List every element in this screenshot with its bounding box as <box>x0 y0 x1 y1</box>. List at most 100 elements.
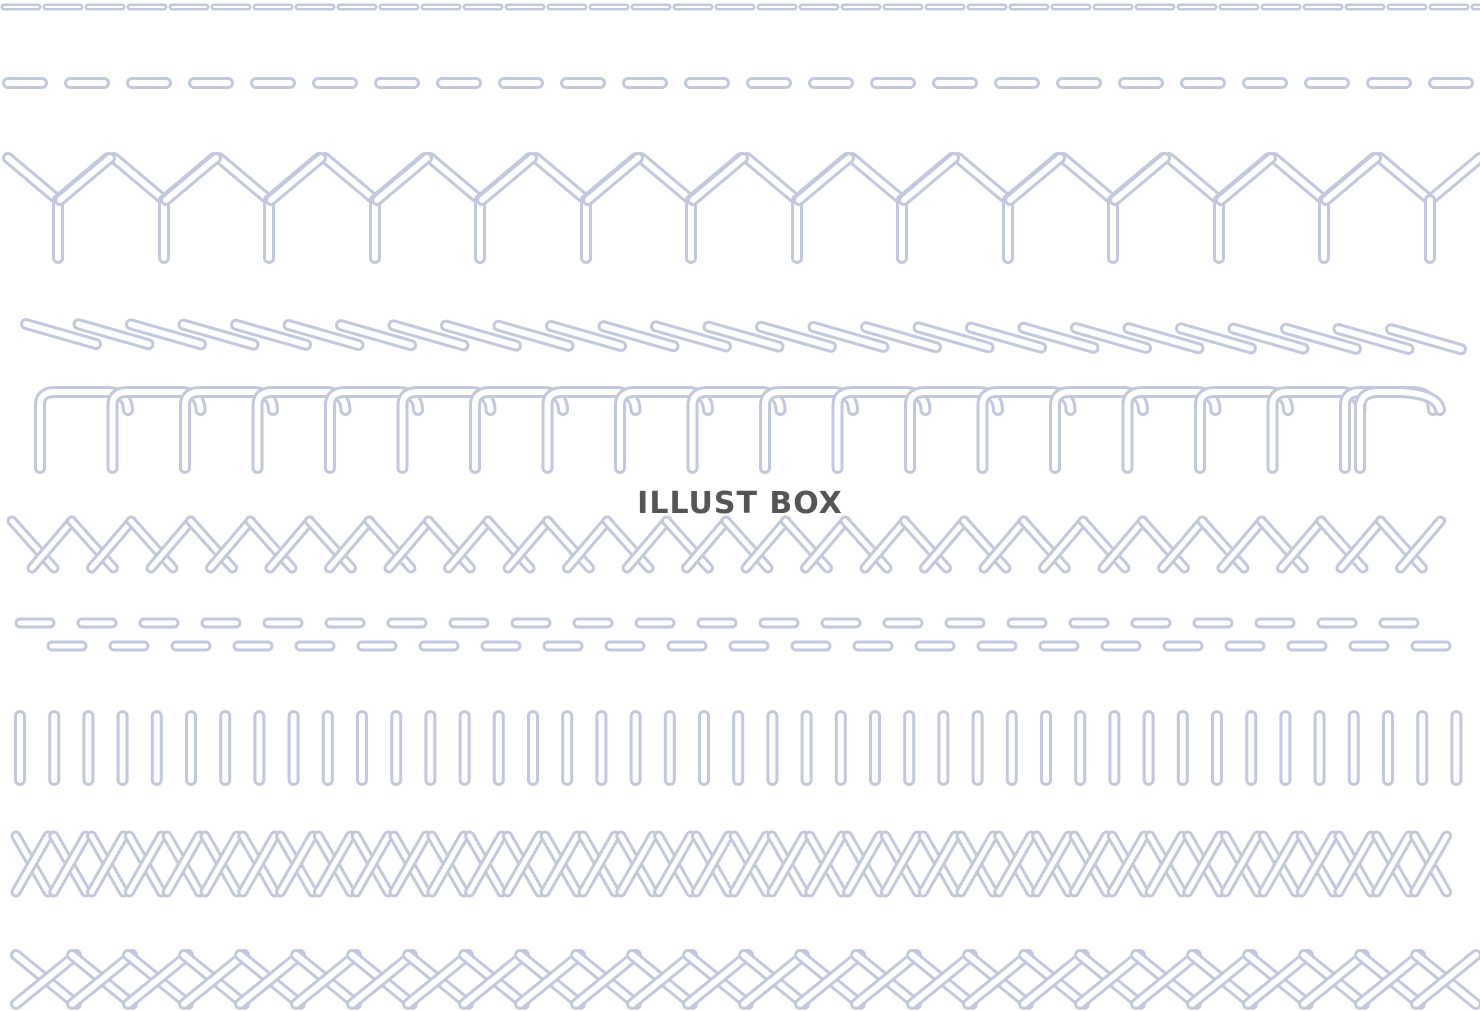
stitch-fill <box>443 322 519 349</box>
stitch-fill <box>902 518 949 571</box>
stitch-fill <box>128 518 176 571</box>
stitch-fill <box>1100 518 1146 571</box>
stitch-fill <box>307 518 354 571</box>
stitch-fill <box>1185 833 1223 895</box>
stitch-fill <box>1034 833 1072 895</box>
stitch-fill <box>202 833 240 895</box>
stitch-fill <box>1178 325 1254 352</box>
stitch-fill <box>1223 833 1261 895</box>
stitch-fill <box>237 952 303 1007</box>
stitch-fill <box>353 833 391 895</box>
stitch-fill <box>807 833 845 895</box>
stitch-fill <box>13 833 51 895</box>
stitch-fill <box>1007 155 1063 203</box>
stitch-fill <box>163 155 219 203</box>
stitch-fill <box>461 952 527 1007</box>
stitch-fill <box>278 833 316 895</box>
stitch-row-stem-stitch <box>20 318 1467 356</box>
stitch-fill <box>548 323 624 349</box>
stitch-fill <box>1378 518 1425 571</box>
stitch-fill <box>57 155 113 203</box>
stitch-fill <box>1259 518 1306 571</box>
stitch-fill <box>9 518 57 571</box>
stitch-fill <box>467 833 505 895</box>
stitch-fill <box>1338 518 1384 571</box>
stitch-fill <box>426 518 473 571</box>
stitch-fill <box>208 518 253 571</box>
stitch-fill <box>1124 389 1219 471</box>
stitch-fill <box>391 833 429 895</box>
stitch-fill <box>769 833 807 895</box>
stitch-fill <box>126 833 164 895</box>
stitch-fill <box>580 833 618 895</box>
stitch-fill <box>1335 326 1412 352</box>
stitch-fill <box>254 389 349 471</box>
stitch-fill <box>1283 325 1359 352</box>
stitch-fill <box>1245 952 1311 1007</box>
stitch-fill <box>1323 155 1379 203</box>
stitch-fill <box>1412 833 1450 895</box>
stitch-fill <box>1071 833 1109 895</box>
stitch-fill <box>1218 155 1274 203</box>
stitch-fill <box>723 518 771 571</box>
stitch-fill <box>268 155 324 203</box>
stitch-fill <box>1336 833 1374 895</box>
stitch-fill <box>1413 952 1479 1007</box>
stitch-fill <box>315 833 353 895</box>
stitch-fill <box>495 322 572 349</box>
stitch-fill <box>267 518 313 571</box>
stitch-fill <box>517 952 583 1007</box>
stitch-fill <box>1189 952 1255 1007</box>
stitch-fill <box>565 518 610 571</box>
stitch-fill <box>958 833 996 895</box>
stitch-fill <box>89 833 127 895</box>
stitch-fill <box>542 833 580 895</box>
stitch-fill <box>1230 325 1307 352</box>
stitch-fill <box>446 518 491 571</box>
stitch-fill <box>472 389 566 471</box>
stitch-fill <box>741 952 807 1007</box>
stitch-fill <box>743 518 789 571</box>
stitch-fill <box>882 833 920 895</box>
stitch-fill <box>109 389 204 471</box>
stitch-fill <box>1147 833 1185 895</box>
stitch-row-herringbone-stitch <box>6 515 1446 574</box>
stitch-row-satin-stitch <box>14 710 1463 786</box>
stitch-fill <box>285 322 362 348</box>
stitch-fill <box>1219 518 1265 571</box>
stitch-fill <box>1125 325 1202 352</box>
stitch-fill <box>653 323 729 350</box>
stitch-fill <box>922 518 967 571</box>
stitch-fill <box>1041 518 1086 571</box>
stitch-fill <box>1021 518 1068 571</box>
stitch-row-feather-stitch <box>2 152 1480 264</box>
stitch-fill <box>842 518 890 571</box>
stitch-fill <box>690 155 746 203</box>
stitch-fill <box>1199 518 1247 571</box>
stitch-fill <box>374 155 430 203</box>
stitch-fill <box>1073 325 1149 351</box>
stitch-fill <box>247 518 295 571</box>
stitch-fill <box>863 324 939 351</box>
stitch-fill <box>796 155 852 203</box>
stitch-fill <box>968 324 1044 351</box>
stitch-fill <box>128 321 204 348</box>
stitch-fill <box>810 324 887 350</box>
stitch-fill <box>23 321 99 347</box>
stitch-fill <box>585 155 641 203</box>
stitch-fill <box>705 323 782 350</box>
stitch-fill <box>664 518 711 571</box>
stitch-fill <box>1133 952 1199 1007</box>
stitch-fill <box>797 952 863 1007</box>
stitch-fill <box>689 389 784 471</box>
stitch-fill <box>338 322 414 349</box>
stitch-row-cross-stitch <box>10 830 1453 898</box>
stitch-fill <box>1398 518 1443 571</box>
stitch-fill <box>180 321 257 348</box>
stitch-fill <box>693 833 731 895</box>
stitch-fill <box>327 389 421 471</box>
stitch-fill <box>544 389 639 471</box>
stitch-fill <box>600 323 677 350</box>
stitch-fill <box>1260 833 1298 895</box>
